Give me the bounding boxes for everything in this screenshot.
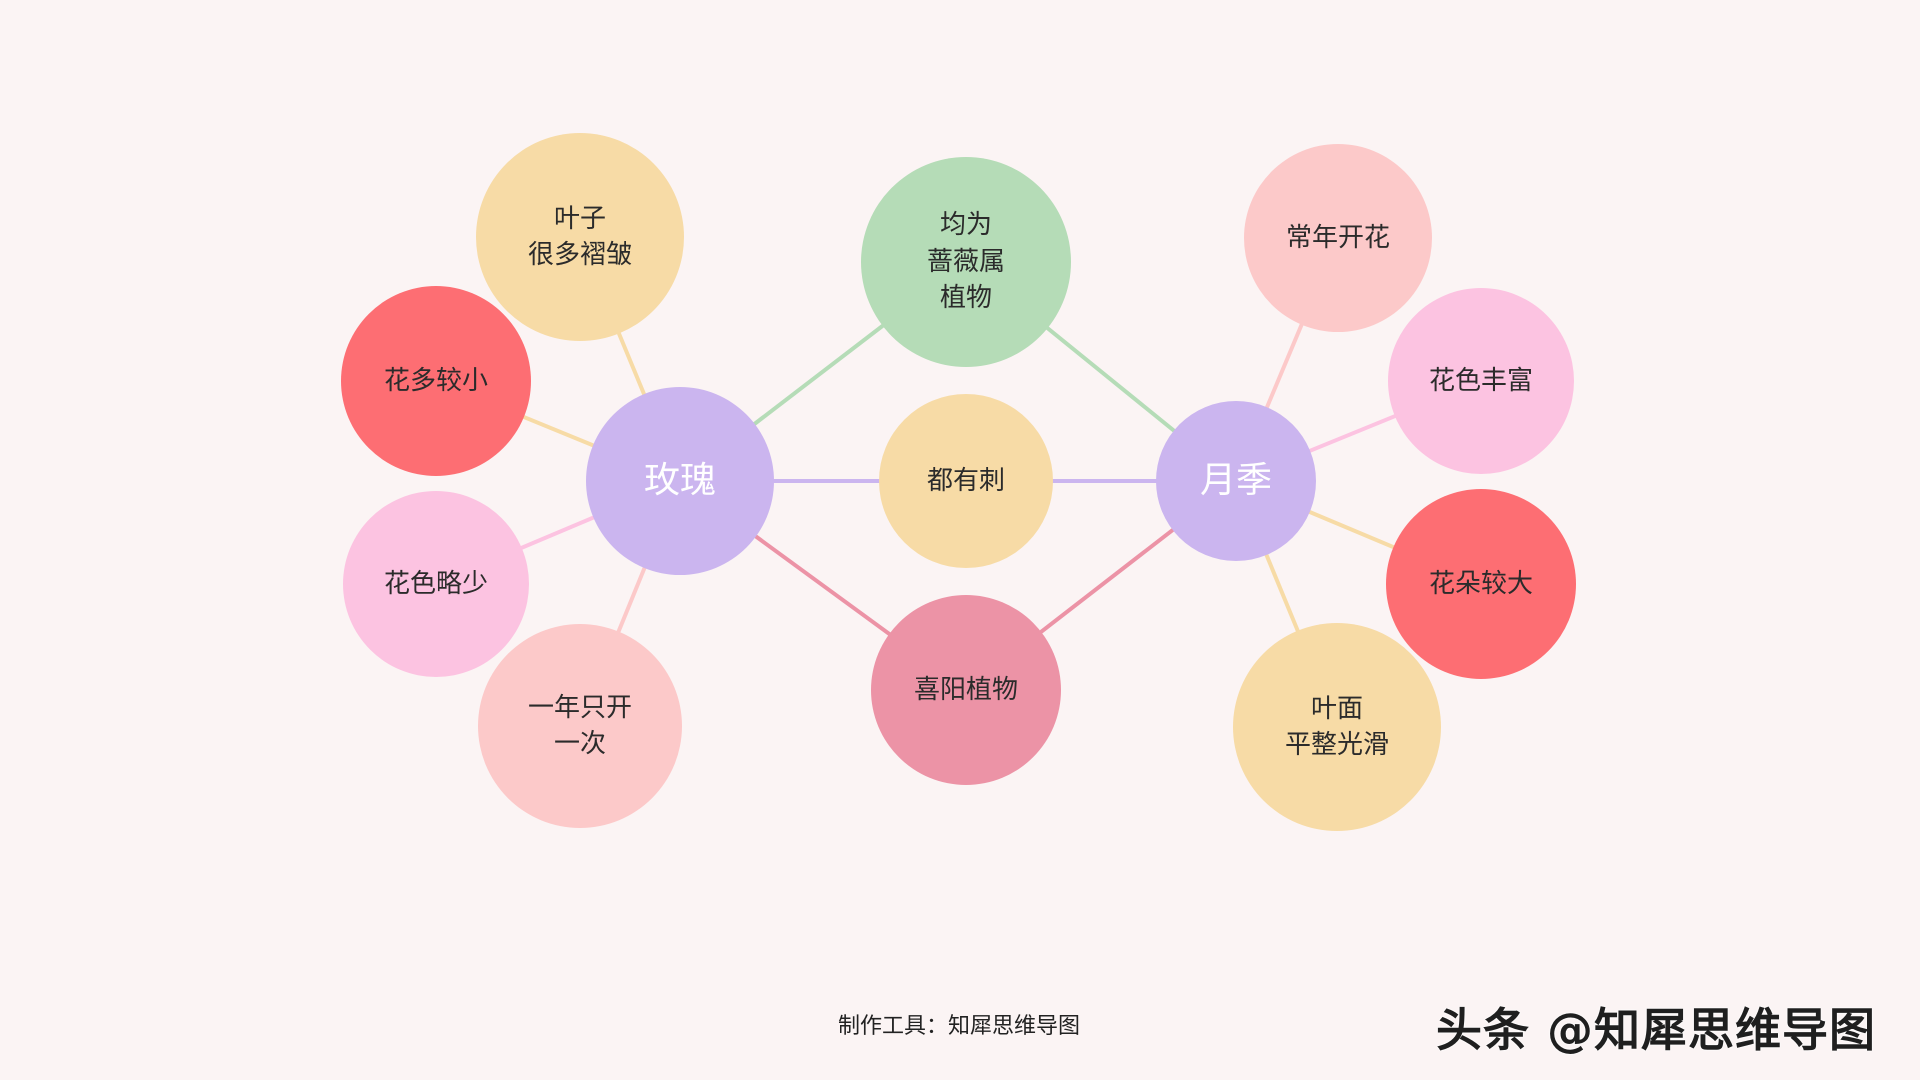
node-yueji-big-label: 花朵较大: [1428, 568, 1533, 599]
footer-credit: 制作工具：知犀思维导图: [838, 1014, 1081, 1039]
node-yueji-leaves-label: 叶面 平整光滑: [1284, 693, 1389, 760]
node-rose-leaves[interactable]: 叶子 很多褶皱: [476, 133, 684, 341]
node-rose[interactable]: 玫瑰: [586, 387, 774, 575]
node-common-thorns-label: 都有刺: [926, 465, 1005, 496]
node-yueji-bloom[interactable]: 常年开花: [1244, 144, 1432, 332]
node-rose-label: 玫瑰: [643, 459, 716, 501]
node-rose-colors-label: 花色略少: [383, 568, 488, 599]
node-yueji-leaves[interactable]: 叶面 平整光滑: [1233, 623, 1441, 831]
node-yueji[interactable]: 月季: [1156, 401, 1316, 561]
node-yueji-colors-label: 花色丰富: [1428, 365, 1533, 396]
node-rose-small[interactable]: 花多较小: [341, 286, 531, 476]
node-rose-bloom[interactable]: 一年只开 一次: [478, 624, 682, 828]
node-common-family[interactable]: 均为 蔷薇属 植物: [861, 157, 1071, 367]
node-common-thorns[interactable]: 都有刺: [879, 394, 1053, 568]
node-yueji-big[interactable]: 花朵较大: [1386, 489, 1576, 679]
node-rose-colors[interactable]: 花色略少: [343, 491, 529, 677]
node-rose-leaves-label: 叶子 很多褶皱: [527, 203, 632, 270]
node-rose-small-label: 花多较小: [383, 365, 488, 396]
node-rose-bloom-label: 一年只开 一次: [527, 692, 632, 759]
node-common-sun-label: 喜阳植物: [913, 674, 1018, 705]
node-common-family-label: 均为 蔷薇属 植物: [926, 210, 1005, 314]
node-yueji-label: 月季: [1199, 459, 1272, 501]
watermark: 头条 @知犀思维导图: [1436, 1003, 1877, 1057]
node-common-sun[interactable]: 喜阳植物: [871, 595, 1061, 785]
node-yueji-bloom-label: 常年开花: [1285, 222, 1390, 253]
node-yueji-colors[interactable]: 花色丰富: [1388, 288, 1574, 474]
